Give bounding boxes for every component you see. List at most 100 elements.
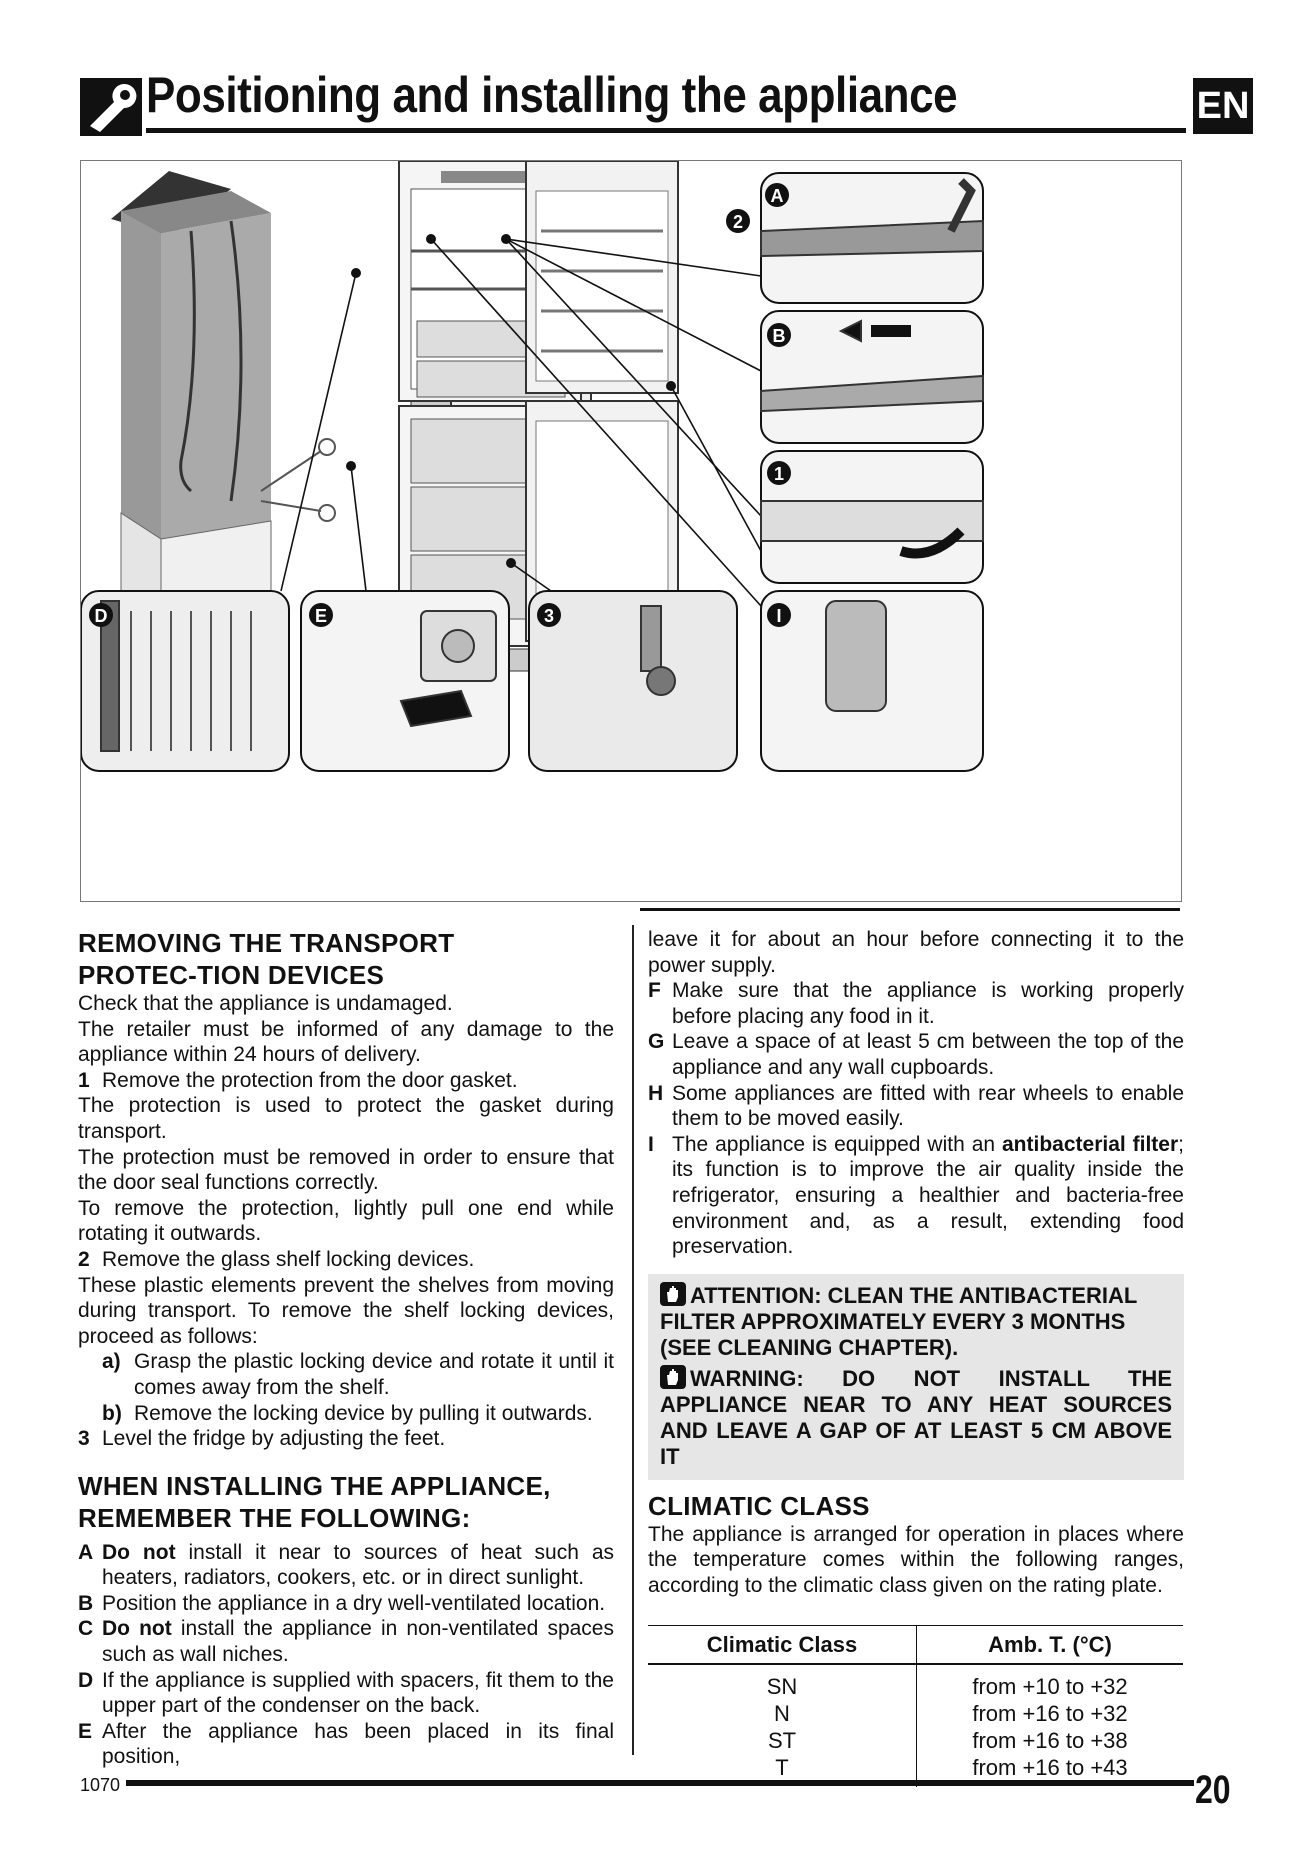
callout-b-label: B <box>773 326 786 346</box>
hand-stop-icon <box>660 1281 686 1306</box>
list-item: C Do not install the appliance in non-ve… <box>78 1616 614 1667</box>
attention-notice: ATTENTION: CLEAN THE ANTIBACTERIAL FILTE… <box>660 1281 1172 1361</box>
list-paragraph: These plastic elements prevent the shelv… <box>78 1273 614 1348</box>
list-paragraph: The protection must be removed in order … <box>78 1145 614 1195</box>
sub-list-text: Grasp the plastic locking device and rot… <box>134 1350 614 1399</box>
list-text: The appliance is equipped with an antiba… <box>672 1132 1184 1260</box>
list-paragraph: To remove the protection, lightly pull o… <box>78 1196 614 1246</box>
table-cell: from +16 to +38 <box>972 1728 1128 1754</box>
column-divider <box>632 925 634 1755</box>
list-text-body: ; its function is to improve the air qua… <box>672 1132 1184 1259</box>
list-text: Level the fridge by adjusting the feet. <box>102 1427 446 1451</box>
table-cell: N <box>648 1700 917 1728</box>
emphasis-text: Do not <box>102 1617 172 1641</box>
list-item: 2 Remove the glass shelf locking devices… <box>78 1247 614 1273</box>
callout-i-icon <box>767 603 791 627</box>
document-code: 1070 <box>80 1775 121 1795</box>
hand-stop-icon <box>660 1364 686 1389</box>
list-label: 3 <box>78 1427 90 1451</box>
wrench-icon <box>80 78 142 136</box>
list-label: 1 <box>78 1068 90 1092</box>
table-cell: from +10 to +32 <box>972 1674 1128 1700</box>
table-header: Climatic Class <box>648 1624 917 1666</box>
list-text: After the appliance has been placed in i… <box>102 1719 614 1769</box>
list-text: Make sure that the appliance is working … <box>672 979 1184 1028</box>
climatic-class-table: Climatic Class Amb. T. (°C) SN from +10 … <box>648 1624 1183 1788</box>
page-title: Positioning and installing the appliance <box>146 67 958 123</box>
list-item: D If the appliance is supplied with spac… <box>78 1668 614 1719</box>
table-cell: ST <box>648 1727 917 1755</box>
list-label: 2 <box>78 1247 90 1271</box>
list-label: D <box>78 1668 94 1692</box>
packaged-fridge-drawing <box>111 171 336 644</box>
table-row: ST from +16 to +38 <box>648 1727 1183 1755</box>
list-label: E <box>78 1719 93 1743</box>
installation-illustration: A 2 B 1 D E 3 I <box>80 160 1182 902</box>
footer-rule <box>126 1780 1194 1786</box>
left-column: REMOVING THE TRANSPORT PROTEC-TION DEVIC… <box>78 927 614 1770</box>
list-text: Remove the glass shelf locking devices. <box>102 1247 475 1271</box>
language-badge: EN <box>1193 78 1253 134</box>
callout-two-icon <box>726 209 750 233</box>
table-cell: from +16 to +32 <box>972 1701 1128 1727</box>
attention-text: ATTENTION: CLEAN THE ANTIBACTERIAL FILTE… <box>660 1282 1137 1360</box>
pointer-lines <box>280 238 762 607</box>
list-text-body: install it near to sources of heat such … <box>102 1540 614 1590</box>
warning-notice: WARNING: DO NOT INSTALL THE APPLIANCE NE… <box>660 1364 1172 1470</box>
callout-e-label: E <box>315 606 327 626</box>
sub-list-text: Remove the locking device by pulling it … <box>134 1401 593 1425</box>
section-heading-installing: WHEN INSTALLING THE APPLIANCE, REMEMBER … <box>78 1470 551 1533</box>
callout-d-icon <box>89 603 113 627</box>
emphasis-text: Do not <box>102 1540 176 1564</box>
list-label: C <box>78 1617 94 1641</box>
callout-one-icon <box>767 461 791 485</box>
list-paragraph: leave it for about an hour before connec… <box>648 928 1184 977</box>
list-item: I The appliance is equipped with an anti… <box>648 1132 1184 1260</box>
title-rule <box>146 128 1186 133</box>
intro-text-2: The retailer must be informed of any dam… <box>78 1017 614 1067</box>
section-rule <box>640 908 1180 911</box>
list-label: H <box>648 1081 664 1105</box>
list-item: B Position the appliance in a dry well-v… <box>78 1591 614 1617</box>
list-label: G <box>648 1030 665 1054</box>
callout-a-label: A <box>771 186 784 206</box>
section-heading-climatic: CLIMATIC CLASS <box>648 1490 870 1521</box>
list-label: I <box>648 1132 654 1156</box>
callout-two-label: 2 <box>733 212 743 232</box>
table-header-row: Climatic Class Amb. T. (°C) <box>648 1624 1183 1666</box>
list-paragraph: The protection is used to protect the ga… <box>78 1094 614 1143</box>
attention-box: ATTENTION: CLEAN THE ANTIBACTERIAL FILTE… <box>648 1273 1184 1480</box>
climatic-intro: The appliance is arranged for operation … <box>648 1522 1184 1597</box>
list-text: Some appliances are fitted with rear whe… <box>672 1081 1184 1131</box>
list-text: Remove the protection from the door gask… <box>102 1068 518 1092</box>
list-text: If the appliance is supplied with spacer… <box>102 1668 614 1718</box>
callout-one-label: 1 <box>774 464 784 484</box>
list-item: G Leave a space of at least 5 cm between… <box>648 1029 1184 1080</box>
list-text: Do not install it near to sources of hea… <box>102 1540 614 1591</box>
list-item: F Make sure that the appliance is workin… <box>648 978 1184 1029</box>
table-row: SN from +10 to +32 <box>648 1664 1183 1701</box>
list-text-body: install the appliance in non-ventilated … <box>102 1617 614 1667</box>
callout-a-icon <box>765 183 789 207</box>
list-item: 1 Remove the protection from the door ga… <box>78 1068 614 1094</box>
sub-list-item: a) Grasp the plastic locking device and … <box>102 1349 614 1400</box>
list-item: E After the appliance has been placed in… <box>78 1719 614 1770</box>
callout-e-icon <box>309 603 333 627</box>
list-text: Do not install the appliance in non-vent… <box>102 1616 614 1667</box>
sub-list-label: b) <box>102 1401 122 1425</box>
intro-text-1: Check that the appliance is undamaged. <box>78 992 453 1015</box>
callout-d-label: D <box>95 606 108 626</box>
table-row: N from +16 to +32 <box>648 1700 1183 1728</box>
list-label: A <box>78 1540 94 1564</box>
table-header: Amb. T. (°C) <box>916 1624 1183 1666</box>
list-text: Leave a space of at least 5 cm between t… <box>672 1030 1184 1079</box>
page-number: 20 <box>1195 1768 1231 1812</box>
callout-three-icon <box>537 603 561 627</box>
table-cell: from +16 to +43 <box>972 1755 1128 1781</box>
illustration-drawing: A 2 B 1 D E 3 I <box>81 161 984 772</box>
callout-i-label: I <box>776 606 781 626</box>
sub-list-item: b) Remove the locking device by pulling … <box>102 1401 614 1427</box>
list-item: A Do not install it near to sources of h… <box>78 1540 614 1591</box>
list-label: B <box>78 1591 94 1615</box>
list-text-body: The appliance is equipped with an <box>672 1132 1002 1156</box>
